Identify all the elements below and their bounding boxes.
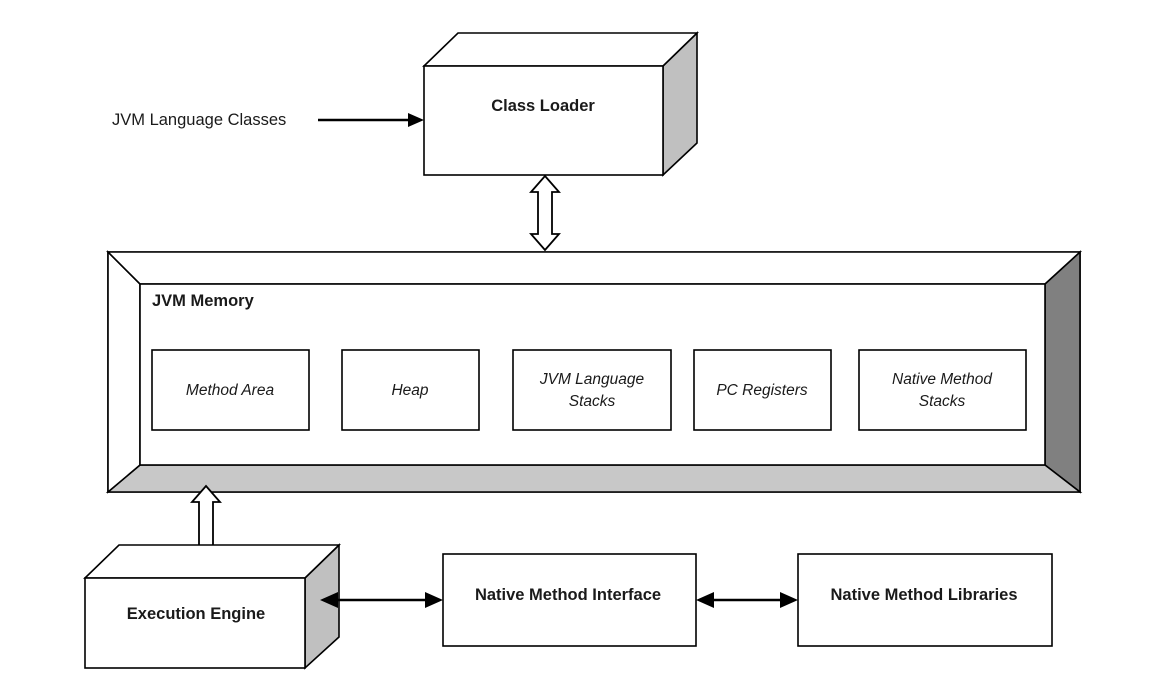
memory-area-line: Stacks	[918, 393, 966, 411]
memory-area-box-native-method-stacks[interactable]	[858, 349, 1027, 431]
jvm-memory-right-bevel	[1044, 250, 1081, 494]
memory-area-label-method-area: Method Area	[186, 380, 274, 402]
memory-area-line: Method Area	[185, 382, 275, 399]
memory-area-label-pc-registers: PC Registers	[716, 380, 807, 402]
memory-area-box-jvm-language-stacks[interactable]	[512, 349, 672, 431]
memory-area-line: Stacks	[568, 393, 616, 411]
execution-engine-label: Execution Engine	[126, 605, 266, 623]
memory-area-box-heap[interactable]	[341, 349, 480, 431]
memory-area-box-pc-registers[interactable]	[693, 349, 832, 431]
arrowhead-right	[780, 592, 798, 608]
class-loader-box[interactable]	[422, 31, 699, 177]
connector-engine-to-interface	[320, 592, 443, 608]
native-method-libraries-box[interactable]	[797, 553, 1053, 647]
arrowhead-left	[320, 592, 338, 608]
native-method-interface-box[interactable]	[442, 553, 697, 647]
class-loader-front-face	[423, 65, 664, 176]
memory-area-line: Heap	[391, 382, 429, 399]
native-method-interface-label: Native Method Interface	[474, 586, 662, 604]
memory-area-line: JVM Language	[539, 371, 645, 388]
jvm-memory-left-bevel	[107, 250, 141, 494]
arrowhead-right	[425, 592, 443, 608]
class-loader-top-face	[422, 32, 699, 67]
memory-area-line: PC Registers	[716, 382, 808, 399]
execution-engine-box[interactable]	[83, 543, 341, 670]
memory-area-box-method-area[interactable]	[151, 349, 310, 431]
native-method-libraries-label: Native Method Libraries	[830, 586, 1018, 604]
connector-classes-to-loader	[318, 113, 424, 127]
execution-engine-front-face	[84, 577, 306, 669]
memory-area-label-jvm-language-stacks: JVM Language Stacks	[540, 369, 644, 414]
jvm-memory-top-bevel	[106, 251, 1083, 285]
hollow-double-arrow-vertical	[529, 174, 561, 252]
arrowhead-left	[696, 592, 714, 608]
execution-engine-top-face	[83, 544, 341, 579]
memory-area-boxes	[151, 349, 1027, 431]
jvm-memory-label: JVM Memory	[152, 292, 254, 310]
arrowhead-right	[408, 113, 424, 127]
memory-area-line: Native Method	[892, 371, 992, 388]
input-label-jvm-language-classes: JVM Language Classes	[112, 111, 287, 129]
memory-area-label-heap: Heap	[391, 380, 428, 402]
connector-interface-to-libraries	[696, 592, 798, 608]
class-loader-label: Class Loader	[491, 97, 595, 115]
jvm-memory-bottom-bevel	[105, 464, 1083, 493]
memory-area-label-native-method-stacks: Native Method Stacks	[892, 369, 992, 414]
connector-loader-to-memory	[529, 174, 561, 252]
